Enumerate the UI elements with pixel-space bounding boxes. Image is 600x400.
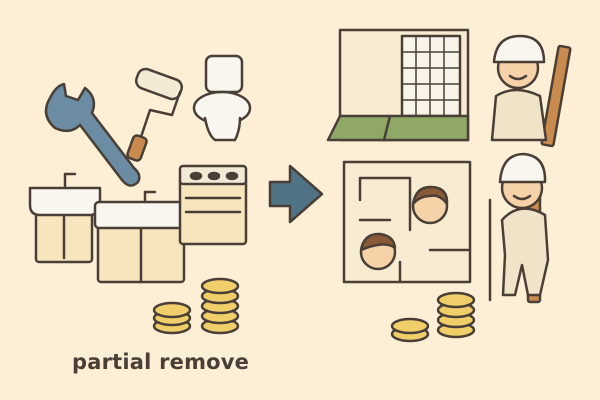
- wrench-icon: [44, 82, 141, 187]
- carpenter-icon: [488, 152, 550, 304]
- vanity-cabinet-icon: [93, 190, 189, 284]
- sink-cabinet-icon: [28, 172, 102, 264]
- worker-icon: [490, 34, 572, 148]
- paint-roller-icon: [126, 67, 184, 162]
- coins-icon: [152, 277, 240, 335]
- coins-right-icon: [390, 291, 476, 343]
- arrow-right-icon: [268, 164, 324, 224]
- stove-icon: [178, 164, 248, 246]
- japanese-room-icon: [326, 28, 470, 142]
- toilet-icon: [192, 54, 252, 142]
- caption: partial remove: [72, 350, 250, 374]
- floor-plan-icon: [342, 160, 472, 284]
